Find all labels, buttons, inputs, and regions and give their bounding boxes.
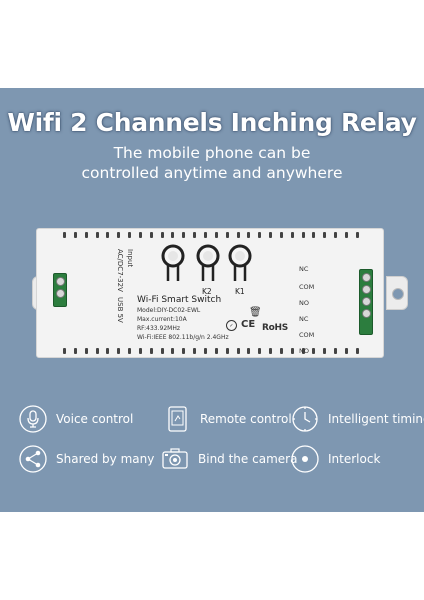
interlock-icon: [290, 444, 320, 474]
output-terminal-block: [359, 269, 373, 335]
vent-row-bottom: [63, 348, 359, 354]
relay-terminal-label: COM: [299, 283, 315, 291]
share-icon: [18, 444, 48, 474]
microphone-icon: [18, 404, 48, 434]
ce-mark: CE: [241, 319, 256, 330]
weee-bin-icon: 🗑: [249, 307, 262, 318]
power-label: AC/DC7-32V: [116, 249, 124, 292]
feature-label: Shared by many: [56, 452, 155, 466]
usb-label: USB 5V: [116, 297, 124, 323]
k1-label: K1: [235, 287, 245, 296]
relay-device: Input AC/DC7-32V USB 5V K2 K1 Wi-Fi Smar…: [32, 228, 408, 358]
feature-label: Interlock: [328, 452, 381, 466]
rohs-mark: RoHS: [262, 323, 288, 333]
spec-current: Max.current:10A: [137, 316, 187, 323]
feature-interlock: Interlock: [290, 444, 380, 474]
certification-icon: ✓: [226, 320, 237, 331]
k2-button-icon: [196, 243, 220, 285]
camera-icon: [160, 444, 190, 474]
spec-model: Model:DIY-DC02-EWL: [137, 307, 201, 314]
spec-wifi: Wi-Fi:IEEE 802.11b/g/n 2.4GHz: [137, 334, 229, 341]
relay-terminal-label: NC: [299, 265, 309, 273]
mounting-ear-right: [386, 276, 408, 310]
feature-shared-by-many: Shared by many: [18, 444, 154, 474]
vent-row-top: [63, 232, 359, 238]
feature-label: Intelligent timing: [328, 412, 424, 426]
headline: Wifi 2 Channels Inching Relay: [7, 108, 417, 137]
relay-terminal-label: NO: [299, 299, 309, 307]
relay-terminal-label: COM: [299, 331, 315, 339]
relay-terminal-label: NO: [299, 347, 309, 355]
spec-rf: RF:433.92MHz: [137, 325, 181, 332]
subheadline-line-1: The mobile phone can be: [113, 144, 311, 162]
k1-button-icon: [228, 243, 252, 285]
product-name: Wi-Fi Smart Switch: [137, 295, 222, 305]
feature-label: Remote control: [200, 412, 292, 426]
feature-remote-control: Remote control: [162, 404, 292, 434]
feature-voice-control: Voice control: [18, 404, 133, 434]
input-label: Input: [126, 249, 134, 268]
feature-label: Bind the camera: [198, 452, 298, 466]
feature-bind-camera: Bind the camera: [160, 444, 297, 474]
k2-label: K2: [202, 287, 212, 296]
pairing-button-icon: [161, 243, 185, 285]
spec-label: Wi-Fi Smart Switch Model:DIY-DC02-EWL Ma…: [137, 295, 257, 342]
timer-icon: [290, 404, 320, 434]
subheadline-line-2: controlled anytime and anywhere: [81, 164, 343, 182]
product-banner: Wifi 2 Channels Inching Relay The mobile…: [0, 88, 424, 512]
input-terminal-block: [53, 273, 67, 307]
device-housing: Input AC/DC7-32V USB 5V K2 K1 Wi-Fi Smar…: [36, 228, 384, 358]
remote-icon: [162, 404, 192, 434]
relay-terminal-label: NC: [299, 315, 309, 323]
feature-intelligent-timing: Intelligent timing: [290, 404, 424, 434]
feature-label: Voice control: [56, 412, 134, 426]
